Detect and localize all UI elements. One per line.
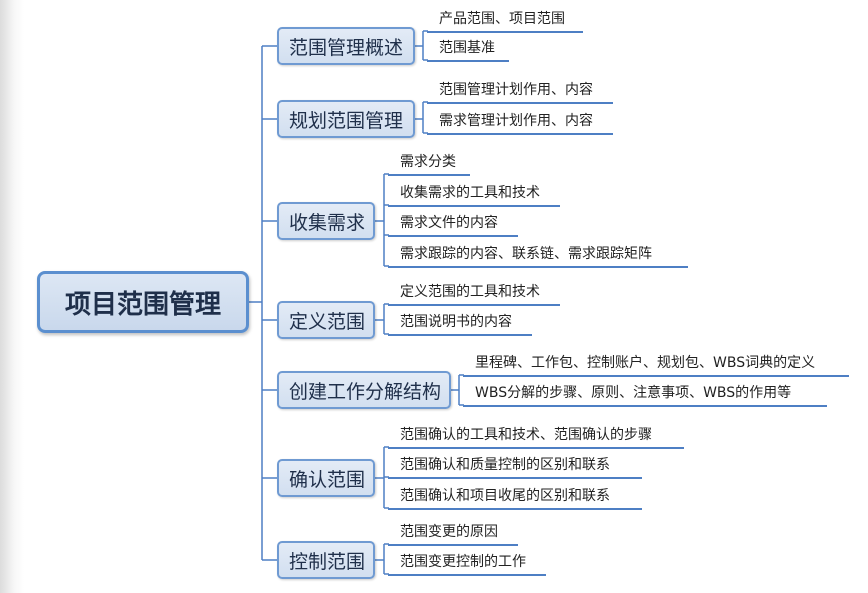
leaf-item[interactable]: 范围管理计划作用、内容 xyxy=(427,80,613,104)
leaf-item[interactable]: 范围确认和项目收尾的区别和联系 xyxy=(388,486,642,510)
leaf-item[interactable]: 范围说明书的内容 xyxy=(388,312,532,336)
leaf-item[interactable]: 里程碑、工作包、控制账户、规划包、WBS词典的定义 xyxy=(463,353,849,377)
leaf-item[interactable]: 范围基准 xyxy=(427,38,509,62)
leaf-item[interactable]: 收集需求的工具和技术 xyxy=(388,183,560,207)
branch-node-collect-requirements[interactable]: 收集需求 xyxy=(277,202,375,240)
left-edge-shadow xyxy=(0,0,24,593)
branch-label: 范围管理概述 xyxy=(289,36,404,59)
leaf-item[interactable]: 需求分类 xyxy=(388,152,470,176)
branch-node-define-scope[interactable]: 定义范围 xyxy=(277,301,375,339)
branch-label: 控制范围 xyxy=(289,550,366,573)
leaf-item[interactable]: 范围变更控制的工作 xyxy=(388,552,546,576)
leaf-item[interactable]: 需求文件的内容 xyxy=(388,213,518,237)
root-label: 项目范围管理 xyxy=(64,289,221,320)
leaf-item[interactable]: 需求管理计划作用、内容 xyxy=(427,111,613,135)
branch-label: 创建工作分解结构 xyxy=(289,380,442,403)
leaf-item[interactable]: 定义范围的工具和技术 xyxy=(388,282,560,306)
root-node[interactable]: 项目范围管理 xyxy=(37,271,249,333)
branch-node-plan-scope[interactable]: 规划范围管理 xyxy=(277,100,415,138)
branch-node-create-wbs[interactable]: 创建工作分解结构 xyxy=(277,371,451,409)
leaf-item[interactable]: 需求跟踪的内容、联系链、需求跟踪矩阵 xyxy=(388,244,688,268)
leaf-item[interactable]: WBS分解的步骤、原则、注意事项、WBS的作用等 xyxy=(463,383,827,407)
leaf-item[interactable]: 产品范围、项目范围 xyxy=(427,9,583,33)
branch-node-validate-scope[interactable]: 确认范围 xyxy=(277,459,375,497)
leaf-item[interactable]: 范围确认和质量控制的区别和联系 xyxy=(388,455,642,479)
leaf-item[interactable]: 范围变更的原因 xyxy=(388,522,518,546)
branch-label: 规划范围管理 xyxy=(289,109,404,132)
branch-label: 收集需求 xyxy=(289,211,366,234)
branch-node-scope-overview[interactable]: 范围管理概述 xyxy=(277,27,415,65)
branch-node-control-scope[interactable]: 控制范围 xyxy=(277,541,375,579)
leaf-item[interactable]: 范围确认的工具和技术、范围确认的步骤 xyxy=(388,425,684,449)
branch-label: 定义范围 xyxy=(289,310,366,333)
branch-label: 确认范围 xyxy=(289,468,366,491)
